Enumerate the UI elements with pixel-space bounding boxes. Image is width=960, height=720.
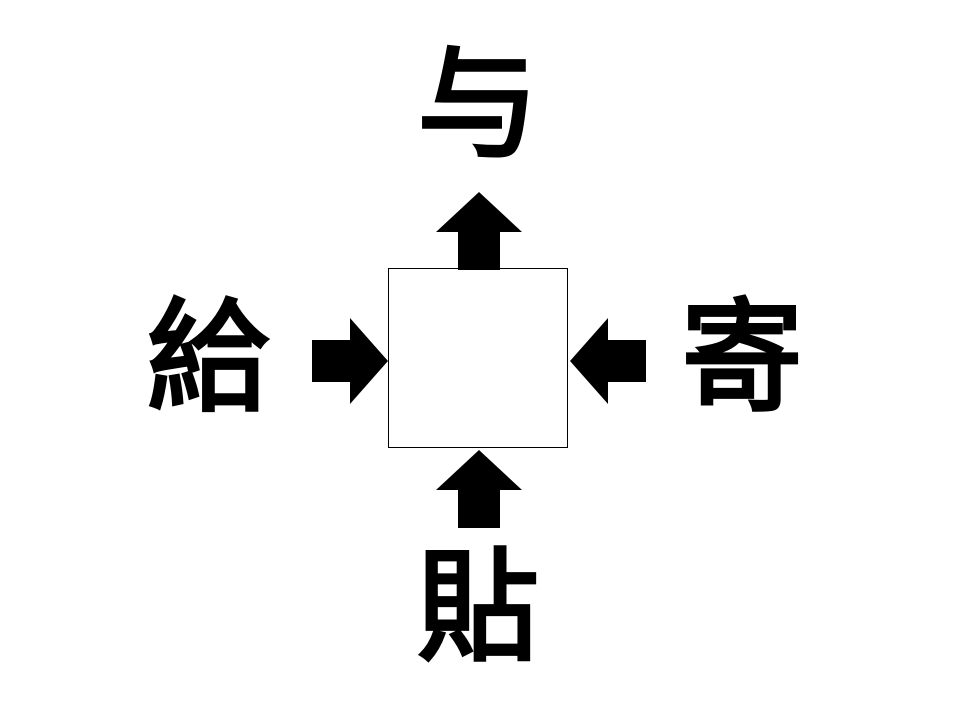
kanji-left: 給 [147, 287, 269, 429]
kanji-top: 与 [417, 34, 539, 176]
arrow-up-icon [436, 192, 522, 270]
arrow-right-icon [312, 318, 388, 404]
kanji-right: 寄 [681, 287, 803, 429]
kanji-bottom: 貼 [417, 537, 539, 679]
arrow-up-icon [436, 450, 522, 528]
arrow-left-icon [570, 318, 646, 404]
answer-box[interactable] [388, 268, 568, 448]
